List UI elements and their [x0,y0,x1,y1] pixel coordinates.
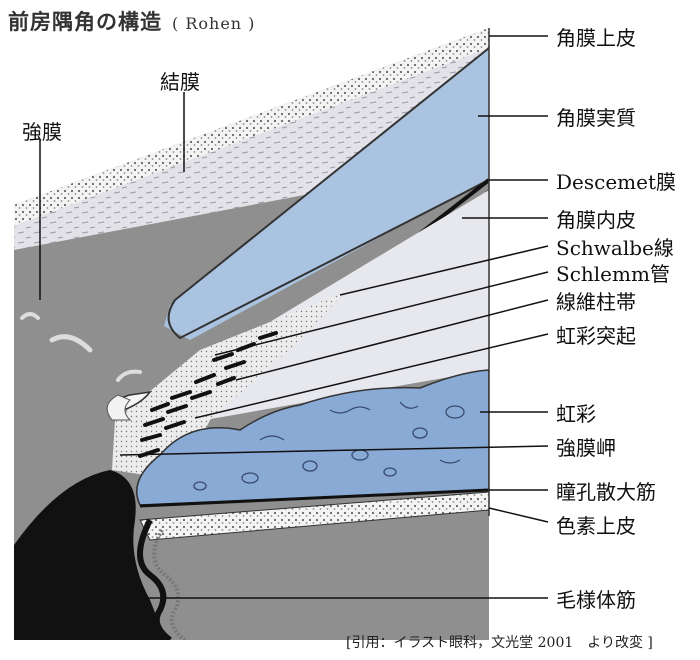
corneal-stroma-region [164,48,489,340]
leader-lines [39,35,549,599]
scleral-vessel-2 [116,369,142,382]
corneal-wedge-outline [167,47,489,340]
label-schwalbe-line: Schwalbe線 [556,236,674,260]
label-scleral-spur: 強膜岬 [556,436,616,460]
label-ciliary-muscle: 毛様体筋 [556,588,636,612]
dilator-line [139,488,489,508]
scleral-vessel-3 [20,312,40,320]
label-trabecular-meshwork: 線維柱帯 [556,290,636,314]
trabecular-meshwork [112,292,345,480]
label-corneal-epithelium: 角膜上皮 [556,26,636,50]
title-source: ( Rohen ) [172,14,256,33]
anterior-chamber [205,190,489,420]
label-schlemm-canal: Schlemm管 [556,262,670,286]
scleral-spur [106,394,132,421]
label-sclera: 強膜 [22,120,62,144]
diagram-title: 前房隅角の構造 ( Rohen ) [8,6,255,36]
label-descemet-membrane: Descemet膜 [556,170,677,194]
ciliary-epithelium [137,518,172,640]
pigment-epithelium [139,491,489,541]
label-corneal-endothelium: 角膜内皮 [556,208,636,232]
label-dilator-muscle: 瞳孔散大筋 [556,480,656,504]
ciliary-epithelium-outer [152,529,187,640]
label-iris: 虹彩 [556,402,596,426]
label-corneal-stroma: 角膜実質 [556,106,636,130]
label-pigment-epithelium: 色素上皮 [556,514,636,538]
citation: [引用：イラスト眼科，文光堂 2001 より改変 ] [346,635,653,651]
title-main: 前房隅角の構造 [8,10,162,34]
scleral-vessel-1 [49,334,93,353]
label-conjunctiva: 結膜 [160,70,200,94]
conjunctiva-layer [14,28,489,226]
label-iris-process: 虹彩突起 [556,324,636,348]
iris-texture [193,401,465,491]
